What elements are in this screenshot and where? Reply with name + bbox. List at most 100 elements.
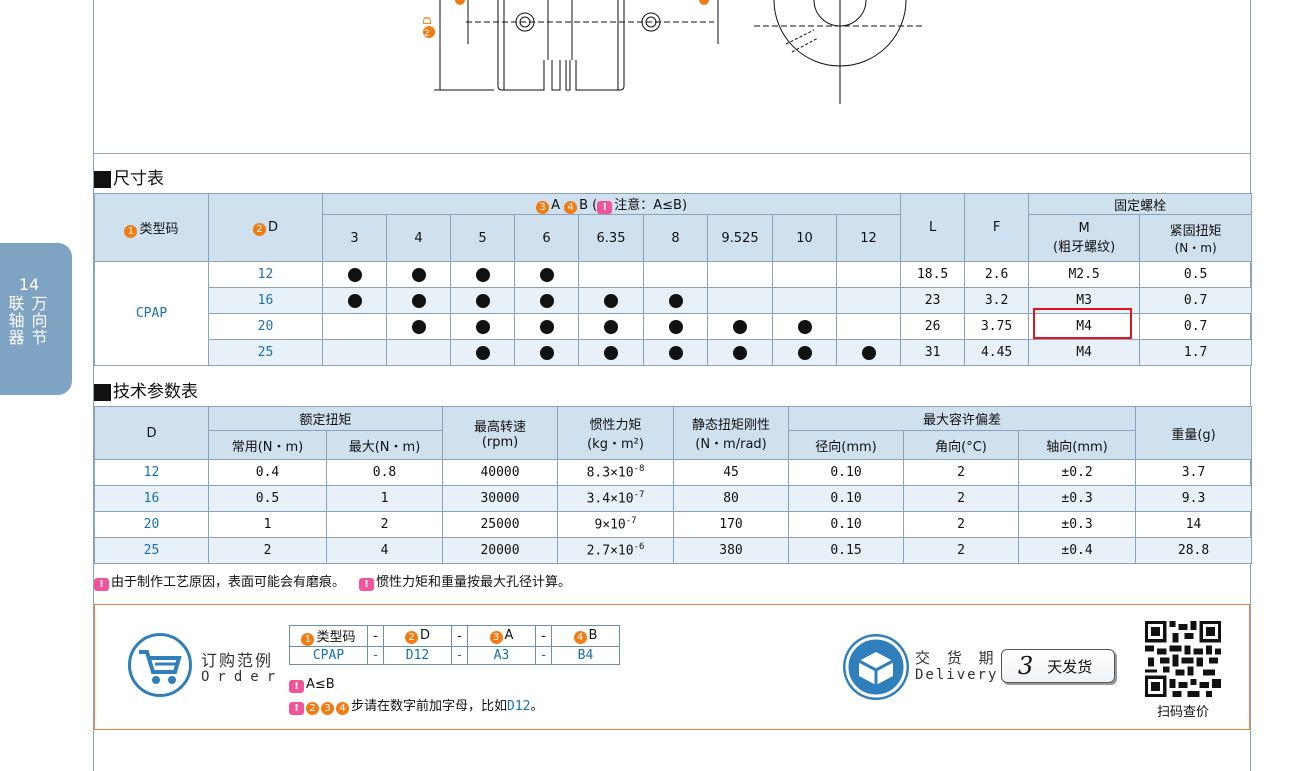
availability-cell xyxy=(450,313,515,340)
warning-icon: ! xyxy=(289,680,304,693)
header-bore-size: 3 xyxy=(322,214,387,262)
package-icon xyxy=(843,634,909,700)
delivery-label-en: Delivery xyxy=(915,667,999,683)
speed-cell: 30000 xyxy=(442,485,559,512)
availability-cell xyxy=(578,287,644,314)
available-dot-icon xyxy=(411,319,426,334)
L-cell: 18.5 xyxy=(900,261,966,288)
F-cell: 3.75 xyxy=(964,313,1030,340)
available-dot-icon xyxy=(539,345,554,360)
tech-header-normal: 常用(N・m) xyxy=(208,430,327,460)
availability-cell xyxy=(643,313,708,340)
tab-char: 万 xyxy=(31,294,48,313)
availability-cell xyxy=(386,339,451,366)
available-dot-icon xyxy=(539,293,554,308)
order-sep: - xyxy=(367,625,384,647)
availability-cell xyxy=(643,339,708,366)
availability-cell xyxy=(707,339,773,366)
tech-header-misalign: 最大容许偏差 xyxy=(788,406,1137,431)
available-dot-icon xyxy=(797,319,812,334)
tech-header-speed: 最高转速(rpm) xyxy=(442,406,559,460)
inertia-exponent: -6 xyxy=(633,542,645,553)
order-value-d: D12 xyxy=(383,646,452,665)
header-bore-size: 6.35 xyxy=(578,214,644,262)
availability-cell xyxy=(322,339,387,366)
availability-cell xyxy=(322,261,387,288)
header-bore-size: 5 xyxy=(450,214,515,262)
tech-header-inertia: 惯性力矩(kg・m²) xyxy=(557,406,675,460)
header-bore-size: 6 xyxy=(514,214,579,262)
speed-cell: 40000 xyxy=(442,459,559,486)
available-dot-icon xyxy=(797,345,812,360)
availability-cell xyxy=(514,287,579,314)
order-value-a: A3 xyxy=(467,646,536,665)
header-F: F xyxy=(964,193,1030,262)
available-dot-icon xyxy=(733,345,747,360)
order-sep: - xyxy=(451,625,468,647)
tab-char: 联 xyxy=(8,294,25,313)
d-cell: 12 xyxy=(208,261,323,288)
max-cell: 0.8 xyxy=(325,459,444,486)
warning-icon: ! xyxy=(289,702,304,715)
inertia-cell: 2.7×10-6 xyxy=(557,537,675,564)
available-dot-icon xyxy=(668,319,683,334)
d-cell: 20 xyxy=(94,511,209,538)
F-cell: 4.45 xyxy=(964,339,1030,366)
availability-cell xyxy=(450,287,515,314)
available-dot-icon xyxy=(347,267,362,282)
order-sep: - xyxy=(535,646,552,665)
max-cell: 4 xyxy=(325,537,444,564)
availability-cell xyxy=(707,313,773,340)
dimension-table-title: 尺寸表 xyxy=(94,169,164,189)
stiff-cell: 170 xyxy=(673,511,790,538)
L-cell: 26 xyxy=(900,313,966,340)
available-dot-icon xyxy=(347,293,362,308)
availability-cell xyxy=(322,287,387,314)
angular-cell: 2 xyxy=(903,485,1020,512)
normal-cell: 1 xyxy=(208,511,327,538)
header-bolt: 固定螺栓 xyxy=(1028,193,1253,215)
available-dot-icon xyxy=(539,267,554,282)
L-cell: 31 xyxy=(900,339,966,366)
category-side-tab[interactable]: 14 联 轴 器 万 向 节 xyxy=(0,243,72,395)
qr-code-icon[interactable] xyxy=(1145,621,1221,697)
tab-char: 轴 xyxy=(8,311,25,330)
max-cell: 1 xyxy=(325,485,444,512)
available-dot-icon xyxy=(733,319,747,334)
weight-cell: 9.3 xyxy=(1135,485,1253,512)
F-cell: 2.6 xyxy=(964,261,1030,288)
availability-cell xyxy=(514,313,579,340)
axial-cell: ±0.3 xyxy=(1018,485,1137,512)
inertia-cell: 8.3×10-8 xyxy=(557,459,675,486)
warning-icon: ! xyxy=(359,578,375,591)
torque-cell: 0.5 xyxy=(1139,261,1253,288)
M-cell: M4 xyxy=(1028,339,1141,366)
tech-table-title: 技术参数表 xyxy=(94,382,198,402)
inertia-cell: 9×10-7 xyxy=(557,511,675,538)
delivery-days: 3 xyxy=(1018,652,1034,680)
availability-cell xyxy=(643,287,708,314)
order-value-type: CPAP xyxy=(289,646,368,665)
stiff-cell: 380 xyxy=(673,537,790,564)
tab-char: 向 xyxy=(31,311,48,330)
header-bore-size: 9.525 xyxy=(707,214,773,262)
tab-char: 节 xyxy=(31,328,48,347)
availability-cell xyxy=(835,313,902,340)
header-L: L xyxy=(900,193,966,262)
normal-cell: 2 xyxy=(208,537,327,564)
page-frame xyxy=(93,0,1251,771)
normal-cell: 0.4 xyxy=(208,459,327,486)
M-cell: M4 xyxy=(1028,313,1141,340)
availability-cell xyxy=(835,339,902,366)
order-value-b: B4 xyxy=(551,646,620,665)
availability-cell xyxy=(835,287,902,314)
inertia-base: 3.4×10 xyxy=(586,491,634,507)
